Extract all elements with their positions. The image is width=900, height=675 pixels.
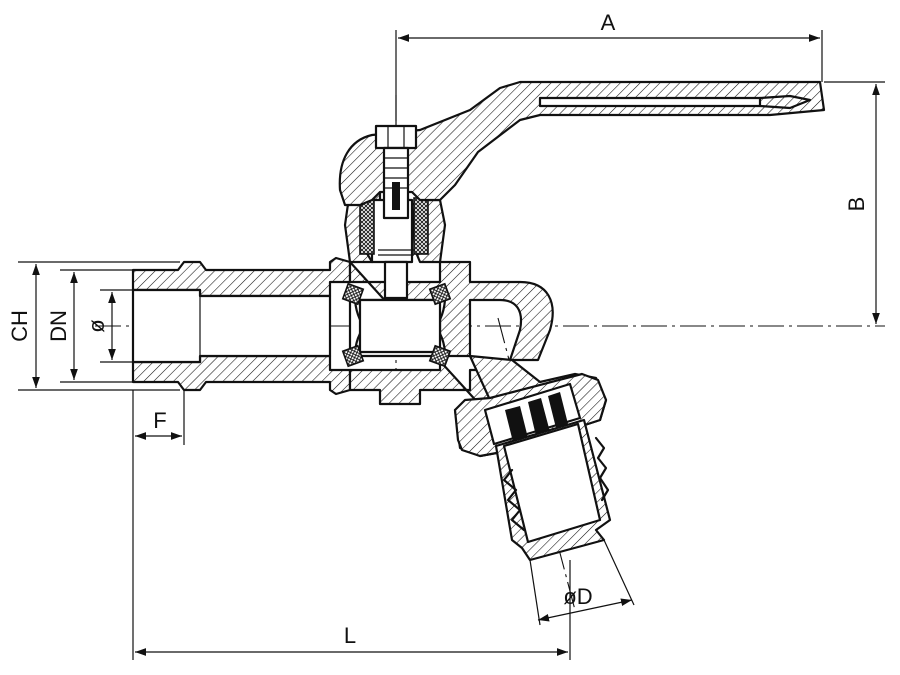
label-dn: DN [46, 310, 71, 342]
handle-lever [338, 80, 826, 207]
label-b: B [844, 197, 869, 212]
inlet-pipe [131, 256, 352, 396]
stem-screw [374, 124, 418, 220]
dimension-lines [32, 34, 880, 656]
label-phi: ø [84, 319, 109, 332]
label-a: A [601, 10, 616, 35]
label-f: F [153, 408, 166, 433]
label-phid: øD [563, 584, 592, 609]
label-l: L [344, 623, 356, 648]
spout [453, 354, 612, 562]
label-ch: CH [7, 310, 32, 342]
dim-line-phid [537, 598, 633, 622]
